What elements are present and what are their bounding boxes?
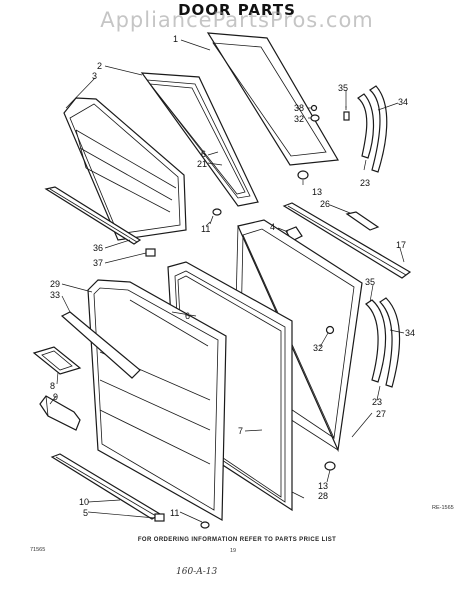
callout-32: 32 <box>294 114 305 124</box>
trim-strip <box>345 211 380 231</box>
upper-door-panel <box>206 32 339 166</box>
callout-2: 2 <box>97 61 103 71</box>
upper-handle <box>357 85 388 173</box>
leader-lines <box>49 39 405 523</box>
callout-1: 1 <box>173 34 179 44</box>
callout-13: 13 <box>312 187 323 197</box>
callout-35: 35 <box>338 83 349 93</box>
page-code: 71565 <box>30 547 46 553</box>
upper-door-liner <box>63 97 187 241</box>
callout-38: 38 <box>294 103 305 113</box>
callout-11-lower: 11 <box>170 508 180 518</box>
callout-6: 6 <box>201 149 207 159</box>
callout-23: 23 <box>360 178 371 188</box>
ordering-note: FOR ORDERING INFORMATION REFER TO PARTS … <box>137 537 337 543</box>
image-code: RE-1565 <box>432 505 454 511</box>
callout-23-lower: 23 <box>372 397 383 407</box>
handwritten-note: 160-A-13 <box>176 567 218 577</box>
callout-36: 36 <box>93 243 104 253</box>
diagram-title: DOOR PARTS <box>178 1 296 19</box>
rail-clip-upper <box>145 248 156 257</box>
callout-11: 11 <box>201 224 211 234</box>
upper-bumper <box>297 170 309 180</box>
lower-handle <box>365 297 401 388</box>
callout-4: 4 <box>270 222 276 232</box>
callout-26: 26 <box>320 199 331 209</box>
callout-5: 5 <box>83 508 89 518</box>
watermark: AppliancePartsPros.com <box>100 8 374 32</box>
callout-13-lower: 13 <box>318 481 329 491</box>
lower-door-liner <box>87 279 227 522</box>
upper-screw <box>209 208 222 225</box>
page-number: 19 <box>230 548 237 554</box>
callout-27: 27 <box>376 409 387 419</box>
callout-33: 33 <box>50 290 61 300</box>
callout-32-lower: 32 <box>313 343 324 353</box>
callout-28: 28 <box>318 491 329 501</box>
lower-plug <box>325 325 335 335</box>
upper-rail <box>44 186 142 245</box>
callout-35-lower: 35 <box>365 277 376 287</box>
callout-21: 21 <box>197 159 208 169</box>
callout-29: 29 <box>50 279 61 289</box>
lower-door-top-cap <box>282 202 412 279</box>
callout-17: 17 <box>396 240 407 250</box>
callout-37: 37 <box>93 258 104 268</box>
butter-bin <box>32 346 82 375</box>
rail-clip-lower <box>154 513 165 522</box>
callout-7: 7 <box>238 426 244 436</box>
lower-bumper <box>324 461 336 471</box>
callout-6-lower: 6 <box>185 311 191 321</box>
callout-9: 9 <box>53 392 59 402</box>
callout-34: 34 <box>398 97 409 107</box>
door-bin <box>39 395 81 431</box>
upper-door-gasket <box>140 72 259 207</box>
lower-screw <box>200 521 210 529</box>
callout-34-lower: 34 <box>405 328 416 338</box>
callout-10: 10 <box>79 497 90 507</box>
callout-8: 8 <box>50 381 56 391</box>
shelf-bar <box>60 311 141 379</box>
upper-hardware <box>310 104 350 122</box>
callout-3: 3 <box>92 71 98 81</box>
